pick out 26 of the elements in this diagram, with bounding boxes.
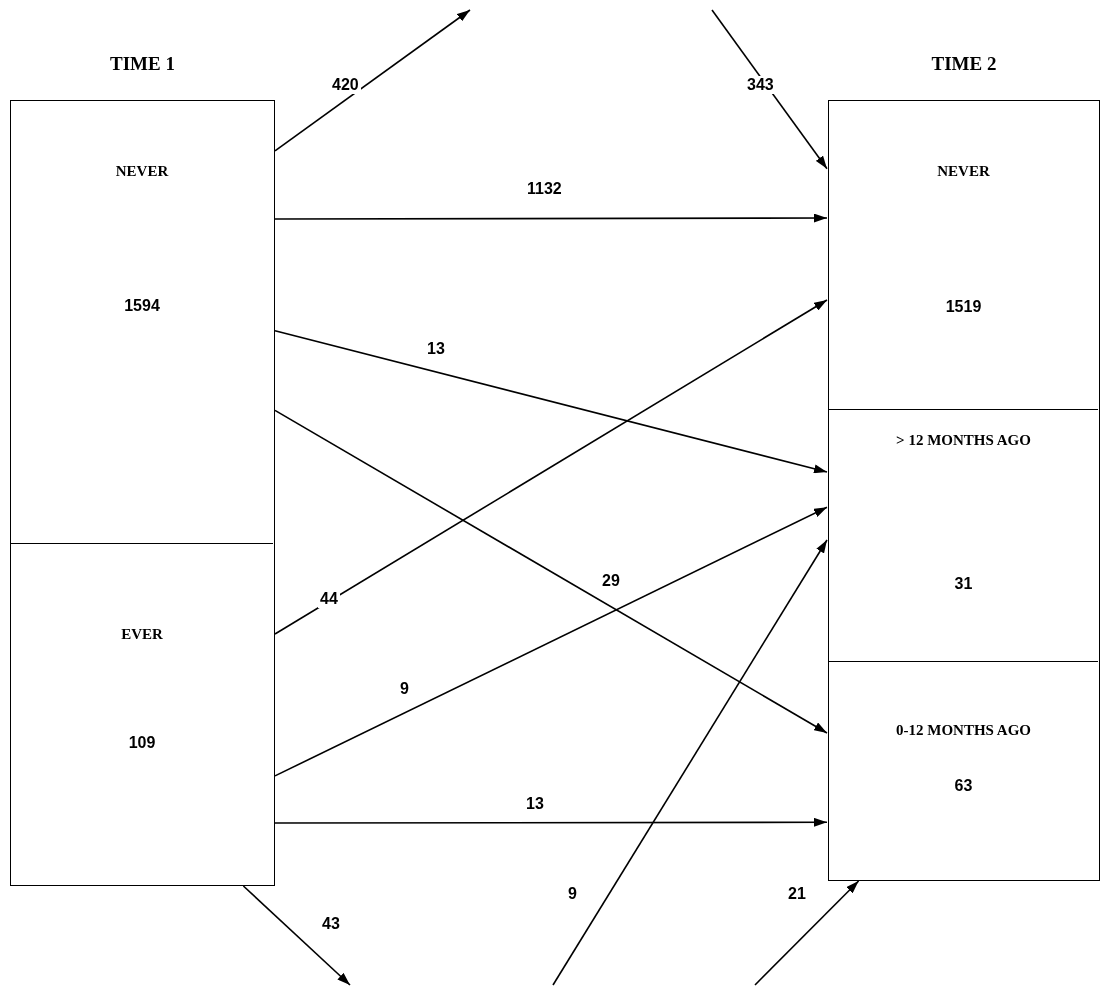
- arrow: [274, 506, 828, 777]
- arrow: [274, 299, 828, 635]
- count-value: 109: [127, 734, 157, 752]
- arrow: [274, 330, 828, 475]
- count-value: 1519: [944, 298, 983, 316]
- arrow: [711, 9, 828, 170]
- category-name: EVER: [120, 626, 164, 643]
- category-name: NEVER: [936, 163, 991, 180]
- edge-label: 343: [745, 76, 776, 94]
- arrow: [754, 880, 860, 986]
- count-value: 31: [953, 575, 974, 593]
- count-value: 1594: [123, 297, 161, 315]
- category-name: 0-12 MONTHS AGO: [895, 722, 1032, 739]
- panel-heading: TIME 2: [930, 53, 998, 75]
- count-value: 63: [953, 777, 974, 795]
- edge-label: 44: [318, 590, 340, 608]
- arrow: [274, 9, 471, 152]
- panel-heading: TIME 1: [109, 53, 176, 75]
- arrow: [552, 539, 828, 986]
- category-name: NEVER: [114, 163, 170, 180]
- arrow: [274, 817, 828, 827]
- category-name: > 12 MONTHS AGO: [895, 432, 1032, 449]
- arrow: [274, 213, 828, 223]
- arrow: [274, 409, 828, 734]
- arrow: [242, 885, 351, 986]
- edge-label: 420: [330, 76, 361, 94]
